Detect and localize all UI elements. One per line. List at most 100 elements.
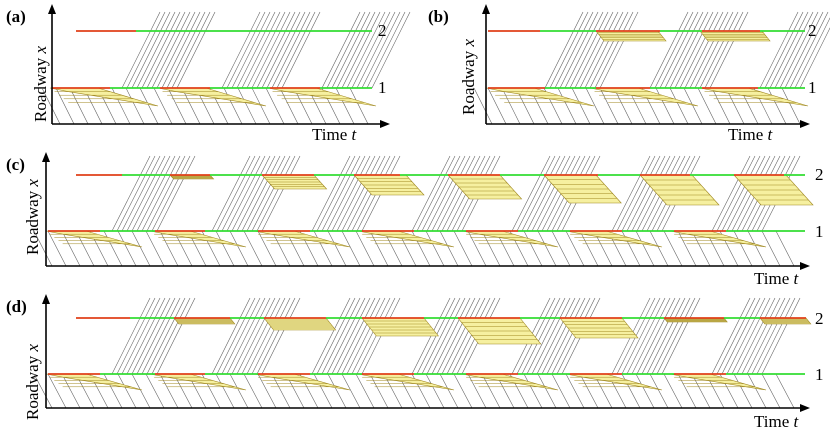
panel-c-trajectory xyxy=(663,230,683,267)
panel-c-queue-group xyxy=(45,174,814,248)
panel-c-trajectory xyxy=(257,230,277,267)
panel-c-platoon-trajectory xyxy=(526,155,566,232)
panel-d-trajectory xyxy=(257,373,277,409)
panel-b-trajectory xyxy=(487,87,507,125)
panel-b-trajectory xyxy=(655,87,675,125)
panel-d-signal-1-label: 1 xyxy=(815,365,824,384)
panel-c-queue-1 xyxy=(45,230,143,248)
panel-d-platoon-trajectory xyxy=(751,297,791,375)
panel-a-hatch-group xyxy=(41,11,411,125)
panel-c-trajectory xyxy=(439,230,459,267)
panel-b-platoon-trajectory xyxy=(594,11,634,89)
panel-d-x-axis-arrow xyxy=(800,404,810,412)
panel-d-platoon-trajectory xyxy=(256,297,296,375)
panel-d-x-axis-label: Time t xyxy=(754,412,800,431)
panel-a-trajectory xyxy=(153,87,173,125)
panel-c-trajectory xyxy=(61,230,81,267)
panel-d-platoon-trajectory xyxy=(141,297,181,375)
panel-c-platoon-trajectory xyxy=(326,155,366,232)
panel-b-platoon-trajectory xyxy=(694,11,734,89)
panel-b-platoon-trajectory xyxy=(589,11,629,89)
panel-c-platoon-trajectory xyxy=(226,155,266,232)
panel-b-hatch-group xyxy=(473,11,830,125)
panel-a-trajectory xyxy=(55,87,75,125)
panel-a-platoon-trajectory xyxy=(261,11,301,89)
panel-d-signal-2-label: 2 xyxy=(815,309,824,328)
panel-b-trajectory xyxy=(767,87,787,125)
panel-d-platoon-trajectory xyxy=(631,297,671,375)
panel-d-platoon-trajectory xyxy=(236,297,276,375)
panel-b-x-axis-arrow xyxy=(800,120,810,128)
panel-c-trajectory xyxy=(523,230,543,267)
panel-c-queue-3 xyxy=(253,230,351,248)
panel-a-trajectory xyxy=(167,87,187,125)
panel-d-trajectory xyxy=(579,373,599,409)
panel-c-platoon-trajectory xyxy=(211,155,251,232)
panel-d-platoon-trajectory xyxy=(326,297,366,375)
panel-c-trajectory xyxy=(159,230,179,267)
panel-a-signals xyxy=(52,30,372,89)
panel-c-trajectory xyxy=(313,230,333,267)
panel-b-platoon-trajectory xyxy=(789,11,829,89)
panel-d-trajectory xyxy=(775,373,795,409)
panel-c-trajectory xyxy=(593,230,613,267)
panel-b-platoon-trajectory xyxy=(799,27,830,89)
panel-a-trajectory xyxy=(41,87,61,125)
panel-b-platoon-trajectory xyxy=(784,11,824,89)
panel-a-platoon-trajectory xyxy=(161,11,201,89)
panel-c-platoon-trajectory xyxy=(716,155,756,232)
panel-d-platoon-trajectory xyxy=(516,297,556,375)
panel-c-platoon-trajectory xyxy=(436,155,476,232)
panel-d-platoon-trajectory xyxy=(531,297,571,375)
panel-d-platoon-trajectory xyxy=(311,297,351,375)
panel-a-platoon-trajectory xyxy=(156,11,196,89)
panel-d-trajectory xyxy=(383,373,403,409)
panel-d-platoon-trajectory xyxy=(536,297,576,375)
panel-c-platoon-trajectory xyxy=(531,155,571,232)
panel-d-platoon-trajectory xyxy=(756,297,796,375)
panel-a-trajectory xyxy=(265,87,285,125)
panel-c-platoon-trajectory xyxy=(316,155,356,232)
panel-b-platoon-trajectory xyxy=(684,11,724,89)
panel-a-trajectory xyxy=(223,87,243,125)
panel-d-signals xyxy=(48,317,806,375)
panel-a-platoon-trajectory xyxy=(256,11,296,89)
panel-b-trajectory xyxy=(571,87,591,125)
panel-c-trajectory xyxy=(117,230,137,267)
panel-b-platoon-trajectory xyxy=(759,11,799,89)
panel-d-platoon-trajectory xyxy=(546,297,586,375)
panel-d-trajectory xyxy=(439,373,459,409)
panel-d-platoon-trajectory xyxy=(241,297,281,375)
panel-c-platoon-trajectory xyxy=(146,155,186,232)
panel-d-platoon-trajectory xyxy=(346,297,386,375)
panel-a-trajectory xyxy=(139,87,159,125)
panel-c-x-axis-label: Time t xyxy=(754,269,800,288)
panel-b-signal-2-label: 2 xyxy=(808,21,817,40)
panel-c-queue-6 xyxy=(565,230,663,248)
panel-c-platoon-trajectory xyxy=(256,155,296,232)
panel-b-platoon-trajectory xyxy=(564,11,604,89)
panel-b-platoon-trajectory xyxy=(569,11,609,89)
panel-a-platoon-trajectory xyxy=(236,11,276,89)
panel-c-trajectory xyxy=(383,230,403,267)
panel-a-trajectory xyxy=(181,87,201,125)
panel-c-platoon-trajectory xyxy=(536,155,576,232)
panel-c-trajectory xyxy=(537,230,557,267)
panel-a-platoon-trajectory xyxy=(336,11,376,89)
panel-c-platoon-trajectory xyxy=(141,155,181,232)
panel-b-queue-2 xyxy=(589,87,699,107)
panel-b-signals xyxy=(488,30,805,89)
panel-d-platoon-trajectory xyxy=(226,297,266,375)
panel-d-trajectory xyxy=(229,373,249,409)
panel-a-platoon-trajectory xyxy=(171,11,211,89)
panel-c-trajectory xyxy=(33,230,53,267)
panel-d-platoon-trajectory xyxy=(661,297,701,375)
panel-a-x-axis-arrow xyxy=(380,120,390,128)
panel-c-trajectory xyxy=(635,230,655,267)
panel-d-platoon-trajectory xyxy=(131,297,171,375)
panel-d-platoon-trajectory xyxy=(651,297,691,375)
panel-c-platoon-trajectory xyxy=(426,155,466,232)
panel-a-platoon-trajectory xyxy=(151,11,191,89)
panel-c-platoon-trajectory xyxy=(241,155,281,232)
